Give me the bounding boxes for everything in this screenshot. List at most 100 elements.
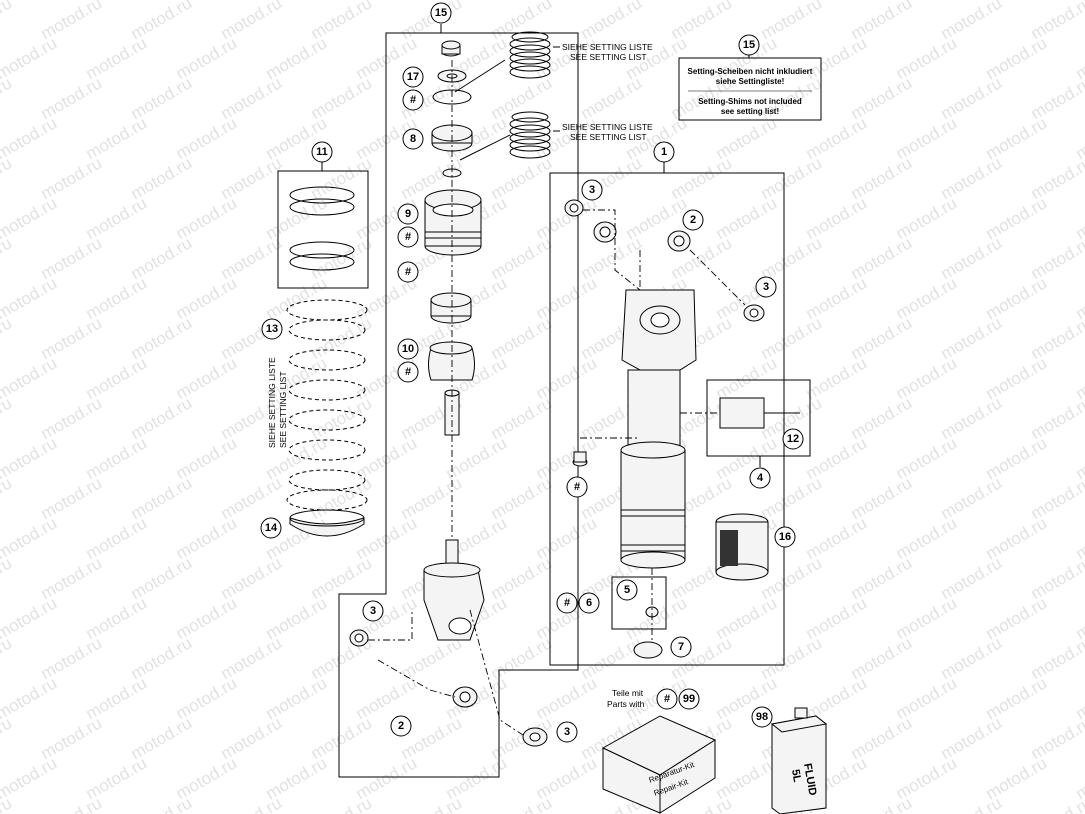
damper-assembly-frame: [338, 32, 579, 778]
svg-text:9: 9: [405, 208, 411, 220]
watermark-text: motod.ru: [488, 793, 556, 814]
svg-text:8: 8: [410, 133, 416, 145]
callout-hash-1: #: [402, 89, 424, 111]
svg-text:#: #: [405, 231, 411, 243]
svg-text:3: 3: [370, 605, 376, 617]
callout-c15-top: 15: [430, 2, 452, 24]
note-line-2: siehe Settingliste!: [716, 77, 784, 86]
watermark-text: motod.ru: [0, 353, 60, 403]
svg-text:2: 2: [690, 214, 696, 226]
svg-text:16: 16: [779, 531, 791, 543]
callout-c13: 13: [261, 318, 283, 340]
watermark-text: motod.ru: [0, 553, 15, 603]
svg-text:#: #: [410, 94, 416, 106]
watermark-text: motod.ru: [938, 793, 1006, 814]
setting-list-spring-en: SEE SETTING LIST: [278, 371, 288, 448]
parts-with-legend: Teile mit Parts with: [607, 688, 645, 709]
svg-text:13: 13: [266, 323, 278, 335]
fluid-can: FLUID 5L: [770, 707, 828, 814]
callout-c3-left: 3: [362, 600, 384, 622]
svg-text:11: 11: [316, 146, 328, 158]
callout-c15-note: 15: [738, 34, 760, 56]
note-line-1: Setting-Scheiben nicht inkludiert: [688, 67, 813, 76]
callout-c3-right-mid: 3: [755, 276, 777, 298]
svg-text:4: 4: [757, 472, 764, 484]
callout-hash-5: #: [566, 476, 588, 498]
svg-text:15: 15: [435, 7, 447, 19]
setting-list-labels: SIEHE SETTING LISTE SEE SETTING LIST SIE…: [267, 42, 653, 448]
svg-text:14: 14: [265, 522, 278, 534]
svg-text:6: 6: [586, 597, 592, 609]
fluid-can-label: FLUID: [801, 762, 818, 796]
watermark-text: motod.ru: [0, 113, 60, 163]
callout-c16: 16: [774, 526, 796, 548]
watermark-text: motod.ru: [0, 473, 15, 523]
watermark-text: motod.ru: [0, 313, 15, 363]
callout-c11: 11: [311, 141, 333, 163]
svg-text:15: 15: [743, 39, 755, 51]
spring: [286, 299, 368, 511]
callout-hash-3: #: [397, 261, 419, 283]
watermark-text: motod.ru: [0, 273, 60, 323]
watermark-text: motod.ru: [1028, 793, 1085, 814]
callout-c9: 9: [397, 203, 419, 225]
watermark-text: motod.ru: [0, 233, 15, 283]
note-line-4: see setting list!: [721, 107, 779, 116]
svg-text:3: 3: [589, 184, 595, 196]
spring-seat-frame: [277, 170, 369, 289]
watermark-text: motod.ru: [0, 153, 15, 203]
setting-list-spring-de: SIEHE SETTING LISTE: [267, 357, 277, 448]
callout-c6: 6: [578, 592, 600, 614]
svg-text:#: #: [405, 366, 411, 378]
watermark-text: motod.ru: [0, 73, 15, 123]
warning-label: [715, 513, 769, 581]
svg-text:5: 5: [624, 584, 630, 596]
callout-c4: 4: [749, 467, 771, 489]
repair-kit-box: Reparatur-Kit Repair-Kit: [601, 715, 717, 814]
note-line-3: Setting-Shims not included: [698, 97, 802, 106]
note-box-text: Setting-Scheiben nicht inkludiert siehe …: [688, 67, 813, 116]
callout-c99: 99: [678, 688, 700, 710]
watermark-text: motod.ru: [0, 433, 60, 483]
callout-c7: 7: [670, 636, 692, 658]
setting-list-upper-de: SIEHE SETTING LISTE: [562, 42, 653, 52]
svg-text:3: 3: [763, 281, 769, 293]
callout-c5: 5: [616, 579, 638, 601]
callout-c98: 98: [751, 706, 773, 728]
callout-c10: 10: [397, 338, 419, 360]
callout-hash-4: #: [397, 361, 419, 383]
callout-c3-right-top: 3: [581, 179, 603, 201]
spring-seat-parts: [289, 186, 355, 271]
watermark-text: motod.ru: [0, 193, 60, 243]
note-box: [678, 57, 822, 121]
svg-text:7: 7: [678, 641, 684, 653]
svg-text:#: #: [564, 597, 570, 609]
svg-text:3: 3: [564, 726, 570, 738]
svg-text:12: 12: [787, 433, 799, 445]
watermark-text: motod.ru: [128, 793, 196, 814]
callout-c17: 17: [402, 66, 424, 88]
adjuster-frame: [706, 379, 811, 457]
svg-text:#: #: [405, 266, 411, 278]
callout-c2-right: 2: [682, 209, 704, 231]
watermark-text: motod.ru: [0, 33, 60, 83]
callout-c14: 14: [260, 517, 282, 539]
watermark-text: motod.ru: [0, 633, 15, 683]
svg-text:1: 1: [661, 146, 667, 158]
watermark-text: motod.ru: [38, 793, 106, 814]
bleed-valve-frame: [611, 576, 667, 630]
svg-text:17: 17: [407, 71, 419, 83]
watermark-text: motod.ru: [308, 793, 376, 814]
callout-c3-left-bottom: 3: [556, 721, 578, 743]
callout-hash-2: #: [397, 226, 419, 248]
watermark-text: motod.ru: [0, 593, 60, 643]
watermark-text: motod.ru: [0, 513, 60, 563]
watermark-text: motod.ru: [218, 793, 286, 814]
parts-with-en: Parts with: [607, 699, 645, 709]
callout-hash-6: #: [556, 592, 578, 614]
leader-lines: [321, 24, 761, 467]
watermark-text: motod.ru: [848, 793, 916, 814]
svg-text:2: 2: [398, 720, 404, 732]
shock-body: [564, 199, 800, 659]
spring-collar: [289, 509, 365, 537]
